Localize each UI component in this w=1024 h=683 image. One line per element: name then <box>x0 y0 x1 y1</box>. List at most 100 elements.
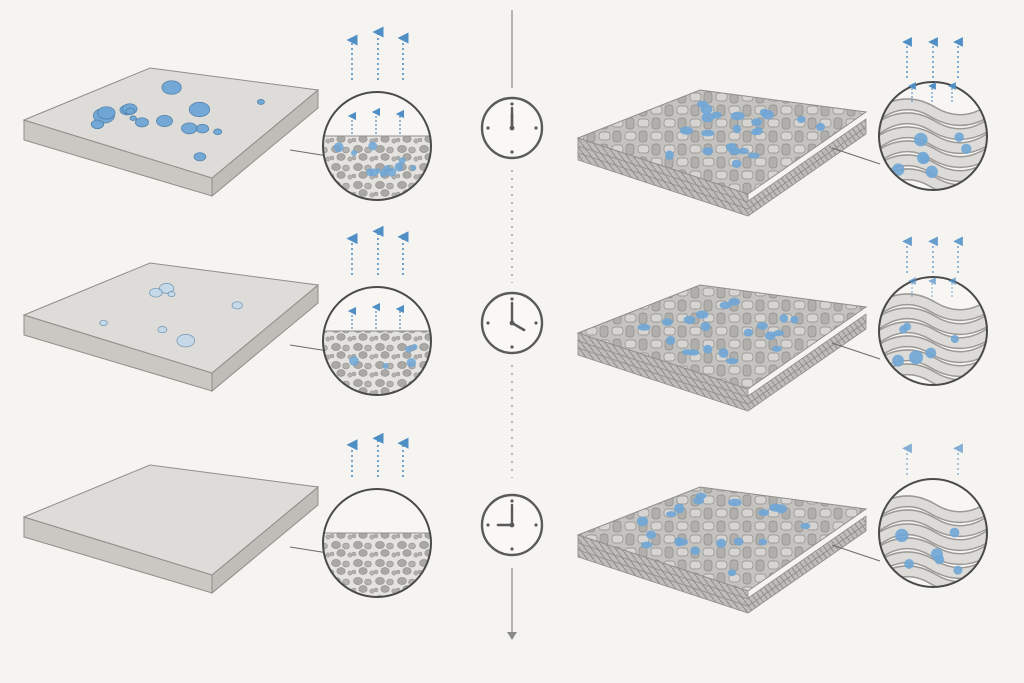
water-droplet <box>193 152 207 162</box>
trapped-water-droplet <box>700 321 711 332</box>
water-in-pore <box>369 168 378 177</box>
trapped-water-droplet <box>756 321 768 330</box>
water-in-pore <box>333 142 344 153</box>
clock-center <box>509 522 515 528</box>
stage-row <box>22 432 988 614</box>
trapped-water-droplet <box>679 126 693 135</box>
trapped-water-droplet <box>665 150 674 160</box>
water-droplet <box>176 334 196 348</box>
fiber-strand-highlight <box>879 127 987 153</box>
foam-pores <box>323 331 431 395</box>
trapped-water-droplet <box>716 538 727 549</box>
water-droplet <box>161 80 182 95</box>
water-between-fibers <box>892 354 904 367</box>
arrow-down-icon <box>507 632 517 640</box>
zoom-ring <box>878 81 988 191</box>
zoom-ring <box>322 91 432 201</box>
fiber-strand-highlight <box>879 294 987 320</box>
water-between-fibers <box>895 528 909 543</box>
fiber-strand-highlight <box>879 524 987 550</box>
water-in-pore <box>368 141 378 151</box>
zoom-connector <box>289 149 329 157</box>
clock-tick <box>486 321 490 325</box>
trapped-water-droplet <box>733 537 744 546</box>
water-droplet <box>213 128 223 136</box>
trapped-water-droplet <box>674 503 685 514</box>
trapped-water-droplet <box>727 569 737 577</box>
clock-tick <box>534 321 538 325</box>
slab-top-surface <box>22 464 320 576</box>
clock-center <box>509 320 515 326</box>
clock-tick <box>510 150 514 154</box>
water-in-pore <box>411 343 418 350</box>
trapped-water-droplet <box>796 115 806 124</box>
water-in-pore <box>398 157 406 165</box>
trapped-water-droplet <box>751 118 763 127</box>
water-in-pore <box>350 150 357 157</box>
zoom-connector <box>289 344 329 352</box>
water-droplet <box>157 326 168 334</box>
fiber-strand-highlight <box>879 308 987 334</box>
water-droplet <box>195 123 210 134</box>
water-droplet <box>167 291 176 297</box>
trapped-water-droplet <box>728 498 742 507</box>
water-between-fibers <box>914 132 928 147</box>
water-droplet <box>149 287 163 298</box>
clock-tick <box>534 126 538 130</box>
clock-icon <box>480 493 544 557</box>
clock-tick <box>510 102 514 106</box>
water-between-fibers <box>961 143 972 155</box>
clock-tick <box>486 523 490 527</box>
water-between-fibers <box>950 335 959 344</box>
trapped-water-droplet <box>738 147 749 155</box>
trapped-water-droplet <box>758 509 770 517</box>
trapped-water-droplet <box>637 323 651 331</box>
clock-tick <box>510 547 514 551</box>
clock-tick <box>534 523 538 527</box>
water-in-pore <box>405 345 413 353</box>
water-between-fibers <box>892 163 905 176</box>
stages <box>22 26 988 614</box>
water-in-pore <box>382 362 389 369</box>
clock-center <box>509 125 515 131</box>
woven-fabric-stack <box>576 89 868 217</box>
fabric-zoom-inset <box>878 81 988 191</box>
woven-fabric-stack <box>576 284 868 412</box>
trapped-water-droplet <box>640 541 653 549</box>
clock-icon <box>480 96 544 160</box>
zoom-ring <box>322 488 432 598</box>
trapped-water-droplet <box>703 344 713 354</box>
water-between-fibers <box>904 558 914 569</box>
water-between-fibers <box>925 347 937 359</box>
trapped-water-droplet <box>758 538 768 546</box>
clock-tick <box>510 345 514 349</box>
woven-fabric-stack <box>576 486 868 614</box>
trapped-water-droplet <box>731 159 742 168</box>
trapped-water-droplet <box>687 349 700 356</box>
slab-top-surface <box>22 262 320 374</box>
trapped-water-droplet <box>773 330 785 337</box>
trapped-water-droplet <box>665 335 676 346</box>
zoom-ring <box>878 276 988 386</box>
timeline <box>507 10 517 640</box>
fiber-strand-highlight <box>879 113 987 139</box>
trapped-water-droplet <box>665 511 677 518</box>
trapped-water-droplet <box>645 530 657 539</box>
water-droplet <box>156 114 173 127</box>
water-droplet <box>97 106 116 120</box>
trapped-water-droplet <box>701 129 715 137</box>
water-droplet <box>129 115 137 121</box>
trapped-water-droplet <box>800 522 811 530</box>
trapped-water-droplet <box>695 492 707 500</box>
trapped-water-droplet <box>725 143 737 152</box>
trapped-water-droplet <box>719 301 732 310</box>
water-between-fibers <box>903 322 912 331</box>
water-between-fibers <box>949 527 960 538</box>
trapped-water-droplet <box>769 503 782 512</box>
water-droplet <box>99 319 108 326</box>
trapped-water-droplet <box>700 104 713 115</box>
trapped-water-droplet <box>701 112 715 123</box>
water-droplet <box>135 117 149 128</box>
fiber-strand-highlight <box>879 141 987 167</box>
